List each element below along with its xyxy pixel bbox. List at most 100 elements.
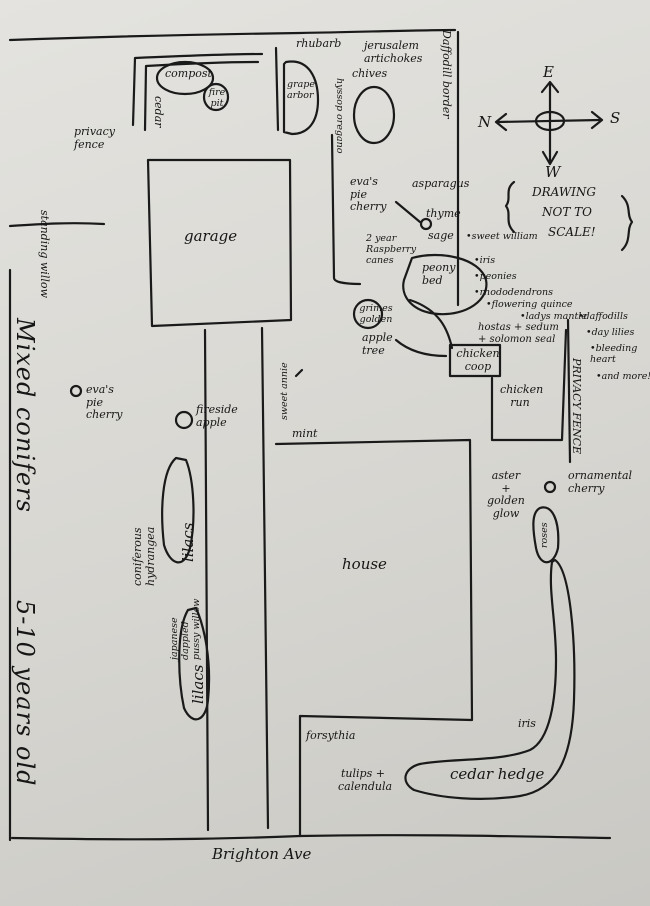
tulips-label: tulips + calendula xyxy=(338,767,393,793)
peony-bed-label: peony bed xyxy=(422,261,456,287)
grape-arbor-outline xyxy=(282,60,320,136)
cedar-hedge-outline xyxy=(404,558,576,800)
daffodill-border-label: Daffodill border xyxy=(440,30,453,119)
compass-west-label: W xyxy=(545,163,561,181)
apple-to-coop-2 xyxy=(394,338,448,358)
note-line-3: SCALE! xyxy=(548,225,596,239)
compass-arrow-e xyxy=(540,80,560,94)
standing-willow-label: standing willow xyxy=(38,210,51,298)
compass-arrow-n xyxy=(494,112,508,132)
standing-willow-line xyxy=(8,222,106,228)
chicken-coop-outline xyxy=(448,343,502,378)
forsythia-label: forsythia xyxy=(306,729,356,742)
cedar-hedge-label: cedar hedge xyxy=(450,765,545,783)
jerusalem-artichokes-label: jerusalem artichokes xyxy=(364,39,423,65)
evas-pie-cherry-n-label: eva's pie cherry xyxy=(350,175,387,214)
hyssop-oregano-label: hyssop oregano xyxy=(334,78,345,154)
ornamental-cherry-marker xyxy=(543,480,557,494)
garage-label: garage xyxy=(184,227,238,245)
property-line-north xyxy=(8,28,457,42)
fireside-apple-label: fireside apple xyxy=(196,403,238,429)
asparagus-label: asparagus xyxy=(412,177,470,190)
privacy-fence-east xyxy=(566,318,572,464)
compass-center xyxy=(534,110,566,132)
house-label: house xyxy=(342,555,387,573)
compass-north-label: N xyxy=(478,113,492,131)
chicken-run-outline xyxy=(490,328,568,442)
chives-outline xyxy=(352,85,396,145)
cherry-line-n xyxy=(394,200,422,224)
lilacs-top-label: lilacs xyxy=(179,522,197,562)
street-label: Brighton Ave xyxy=(212,845,312,863)
bed-item: •rhododendrons xyxy=(474,287,553,298)
thyme-label: thyme xyxy=(426,207,461,220)
evas-pie-cherry-w-marker xyxy=(69,384,83,398)
compost-label: compost xyxy=(165,67,212,80)
evas-pie-cherry-w-label: eva's pie cherry xyxy=(86,383,123,422)
ornamental-cherry-label: ornamental cherry xyxy=(568,469,633,495)
lilacs-top-outline xyxy=(161,456,195,564)
compass-arrow-w xyxy=(541,150,559,166)
bed-item: •ladys mantle xyxy=(520,311,587,322)
sweet-annie-label: sweet annie xyxy=(279,362,290,420)
house-outline xyxy=(274,438,474,837)
chicken-run-label: chicken run xyxy=(500,383,544,409)
rhubarb-label: rhubarb xyxy=(296,37,342,50)
japanese-willow-label: japanese dappled pussy willow xyxy=(169,598,202,660)
mint-label: mint xyxy=(292,427,318,440)
bed-item: •flowering quince xyxy=(486,299,573,310)
lilacs-bottom-label: lilacs xyxy=(189,664,207,704)
compass-south-label: S xyxy=(610,109,621,127)
east-item: •bleeding heart xyxy=(590,343,638,365)
coniferous-hydrangea-label: coniferous hydrangea xyxy=(131,526,157,586)
roses-outline xyxy=(532,506,560,564)
compass-arrow-s xyxy=(590,110,604,130)
east-item: •and more! xyxy=(596,371,650,382)
sweet-annie-arrow xyxy=(294,368,304,378)
compass-east-label: E xyxy=(543,63,554,81)
note-line-2: NOT TO xyxy=(542,205,592,219)
arbor-line xyxy=(274,46,280,132)
roses-label: roses xyxy=(539,522,550,548)
cedar-nw-label: cedar xyxy=(152,96,165,128)
conifer-age-label: 5-10 years old xyxy=(11,600,39,787)
lilacs-bottom-outline xyxy=(178,606,211,721)
note-line-1: DRAWING xyxy=(532,185,596,199)
driveway-right xyxy=(260,326,270,830)
grape-arbor-label: grape arbor xyxy=(287,79,315,101)
thyme-sage-circle xyxy=(419,217,433,231)
bed-item: •peonies xyxy=(474,271,517,282)
note-brace-left xyxy=(504,180,516,234)
peony-bed-outline xyxy=(402,253,488,316)
raspberry-label: 2 year Raspberry canes xyxy=(366,233,417,266)
privacy-fence-east-label: PRIVACY FENCE xyxy=(570,358,583,455)
chives-label: chives xyxy=(352,67,388,80)
fireside-apple-marker xyxy=(174,410,194,430)
fire-pit-label: fire pit xyxy=(208,87,226,109)
privacy-fence-nw xyxy=(131,52,264,127)
driveway-left xyxy=(203,328,210,832)
privacy-fence-nw-label: privacy fence xyxy=(74,125,115,151)
note-brace-right xyxy=(620,194,634,252)
iris-se-label: iris xyxy=(518,717,536,730)
bed-item: •sweet william xyxy=(466,231,538,242)
mixed-conifers-label: Mixed conifers xyxy=(11,318,39,513)
east-item: •daffodills xyxy=(578,311,628,322)
compost-outline xyxy=(155,60,215,96)
garage-outline xyxy=(146,158,293,328)
apple-tree-label: apple tree xyxy=(362,331,393,357)
fire-pit-outline xyxy=(202,82,230,112)
east-item: •day lilies xyxy=(586,327,635,338)
apple-to-coop xyxy=(408,298,454,350)
sage-label: sage xyxy=(428,229,454,242)
herb-bed-line xyxy=(330,133,362,286)
bed-item: •iris xyxy=(474,255,496,266)
grimes-golden-circle xyxy=(352,298,384,330)
chicken-coop-label: chicken coop xyxy=(456,347,500,373)
property-line-south xyxy=(10,834,612,841)
grimes-golden-label: grimes golden xyxy=(359,303,393,325)
aster-label: aster + golden glow xyxy=(487,469,525,520)
hostas-label: hostas + sedum + solomon seal xyxy=(478,322,559,345)
